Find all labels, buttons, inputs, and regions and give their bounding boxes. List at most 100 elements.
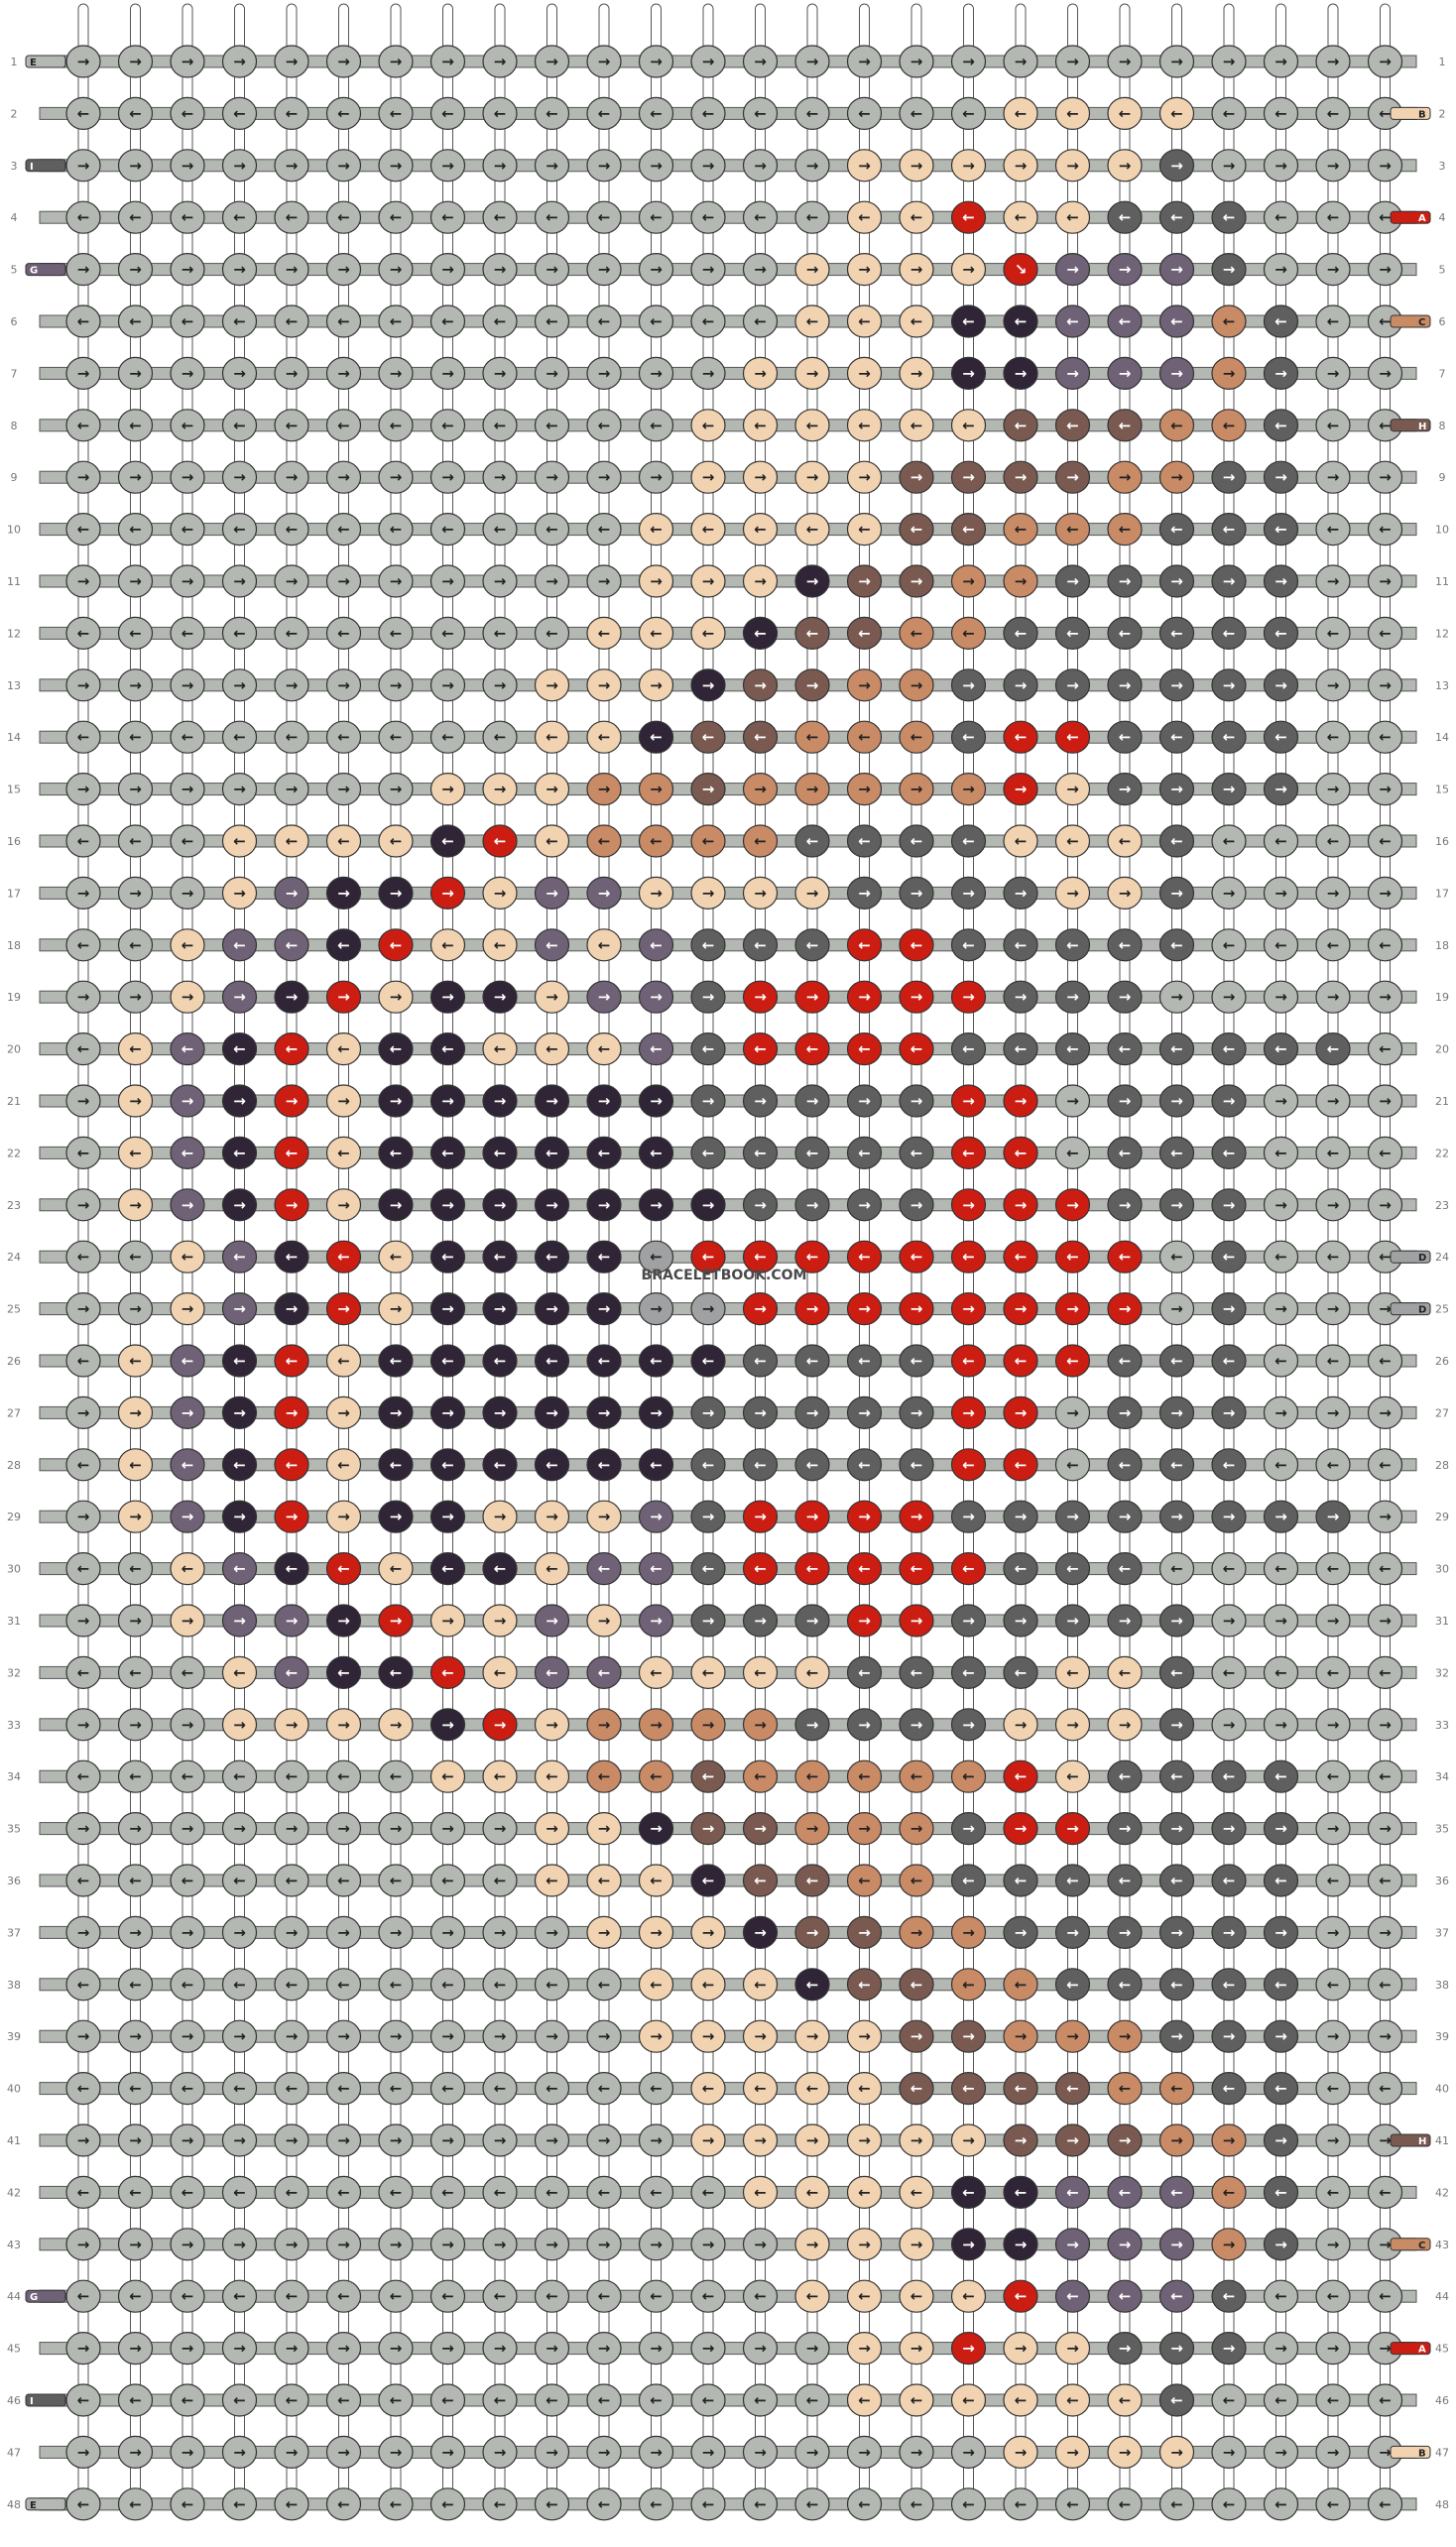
knot: ← <box>221 616 258 651</box>
knot-arrow: ← <box>546 2287 558 2305</box>
knot: ← <box>221 1864 258 1897</box>
knot: → <box>846 149 883 182</box>
knot: ← <box>534 96 570 131</box>
knot: ← <box>1054 2072 1091 2106</box>
knot-arrow: → <box>806 988 819 1006</box>
knot: → <box>586 1500 622 1533</box>
knot-arrow: ← <box>910 2495 923 2513</box>
row-label-right: 15 <box>1435 784 1449 796</box>
knot: → <box>690 1915 726 1950</box>
knot: ← <box>1263 2383 1299 2417</box>
row-label-right: 40 <box>1435 2083 1449 2096</box>
knot-arrow: ← <box>858 521 871 539</box>
knot: → <box>1054 2435 1091 2469</box>
left-string-tag: E <box>25 2497 66 2511</box>
knot-arrow: → <box>390 468 403 486</box>
knot: ← <box>170 409 205 442</box>
knot-arrow: → <box>702 2340 715 2358</box>
knot-arrow: ← <box>1223 2391 1236 2409</box>
knot: ← <box>586 1136 622 1170</box>
knot-arrow: ← <box>754 1144 767 1161</box>
knot-arrow: → <box>390 2131 403 2149</box>
knot: → <box>534 668 570 702</box>
knot-arrow: ← <box>910 728 923 746</box>
row-label-left: 20 <box>7 1043 21 1056</box>
knot: ← <box>1211 1759 1247 1793</box>
knot-arrow: ← <box>441 312 454 330</box>
knot: ← <box>950 824 987 858</box>
knot-arrow: → <box>1274 2027 1287 2045</box>
knot: → <box>482 668 518 702</box>
knot-arrow: ← <box>1170 832 1183 850</box>
knot-arrow: → <box>337 2236 350 2253</box>
knot: ← <box>690 1448 726 1482</box>
knot: ← <box>170 2175 205 2209</box>
knot-arrow: ← <box>546 521 558 539</box>
knot-arrow: → <box>182 2443 194 2461</box>
knot-arrow: → <box>129 1820 142 1838</box>
knot-arrow: → <box>702 53 715 70</box>
knot: → <box>1263 876 1299 910</box>
knot-arrow: → <box>77 1403 90 1421</box>
knot: → <box>534 772 570 806</box>
knot: → <box>117 2019 154 2053</box>
knot-arrow: ← <box>598 1352 611 1370</box>
knot: → <box>1367 2332 1403 2365</box>
knot-arrow: → <box>77 1196 90 1214</box>
knot-arrow: ← <box>233 1456 246 1474</box>
knot-arrow: → <box>858 1403 871 1421</box>
knot-arrow: ← <box>77 2080 90 2098</box>
knot: → <box>638 564 674 598</box>
knot: ← <box>1211 304 1247 338</box>
knot: ← <box>1054 1136 1091 1170</box>
knot: ← <box>899 2279 934 2313</box>
knot: → <box>534 1604 570 1637</box>
knot-arrow: ← <box>77 104 90 122</box>
knot-arrow: → <box>702 781 715 798</box>
knot: → <box>742 45 779 78</box>
knot: → <box>638 2019 674 2053</box>
knot-arrow: → <box>286 1300 299 1318</box>
knot-arrow: ← <box>233 624 246 642</box>
knot: ← <box>742 2072 779 2106</box>
knot-arrow: ← <box>1119 104 1132 122</box>
knot: → <box>1054 149 1091 182</box>
knot: ← <box>950 1240 987 1274</box>
knot-arrow: ← <box>754 521 767 539</box>
knot: ← <box>1054 2383 1091 2417</box>
knot: → <box>534 1708 570 1742</box>
knot-arrow: → <box>390 53 403 70</box>
knot: → <box>378 253 414 287</box>
knot: ← <box>638 1240 674 1274</box>
knot-arrow: → <box>702 1403 715 1421</box>
knot-arrow: → <box>286 988 299 1006</box>
knot: → <box>1367 2228 1403 2261</box>
knot: ← <box>274 720 309 754</box>
knot-arrow: → <box>858 1300 871 1318</box>
knot: ← <box>950 2383 987 2417</box>
knot-arrow: ← <box>650 1352 663 1370</box>
knot-arrow: ← <box>858 2080 871 2098</box>
knot: ← <box>325 1448 362 1482</box>
knot: ← <box>846 1759 883 1793</box>
knot-arrow: → <box>1066 261 1079 279</box>
knot-arrow: ← <box>650 2495 663 2513</box>
row-label-left: 36 <box>7 1875 21 1887</box>
knot-arrow: ← <box>286 1248 299 1266</box>
knot: → <box>325 1291 362 1326</box>
knot: → <box>482 2228 518 2261</box>
knot: → <box>482 356 518 390</box>
knot: → <box>846 668 883 702</box>
knot: → <box>950 460 987 494</box>
knot: → <box>846 1084 883 1118</box>
knot-arrow: → <box>1379 676 1392 694</box>
knot: → <box>742 460 779 494</box>
knot: → <box>274 1500 309 1533</box>
knot-arrow: → <box>286 1092 299 1110</box>
knot: ← <box>378 2383 414 2417</box>
knot: → <box>1158 980 1195 1014</box>
knot: ← <box>690 1655 726 1690</box>
knot: ← <box>1158 200 1195 234</box>
knot: ← <box>742 96 779 131</box>
knot: → <box>690 356 726 390</box>
